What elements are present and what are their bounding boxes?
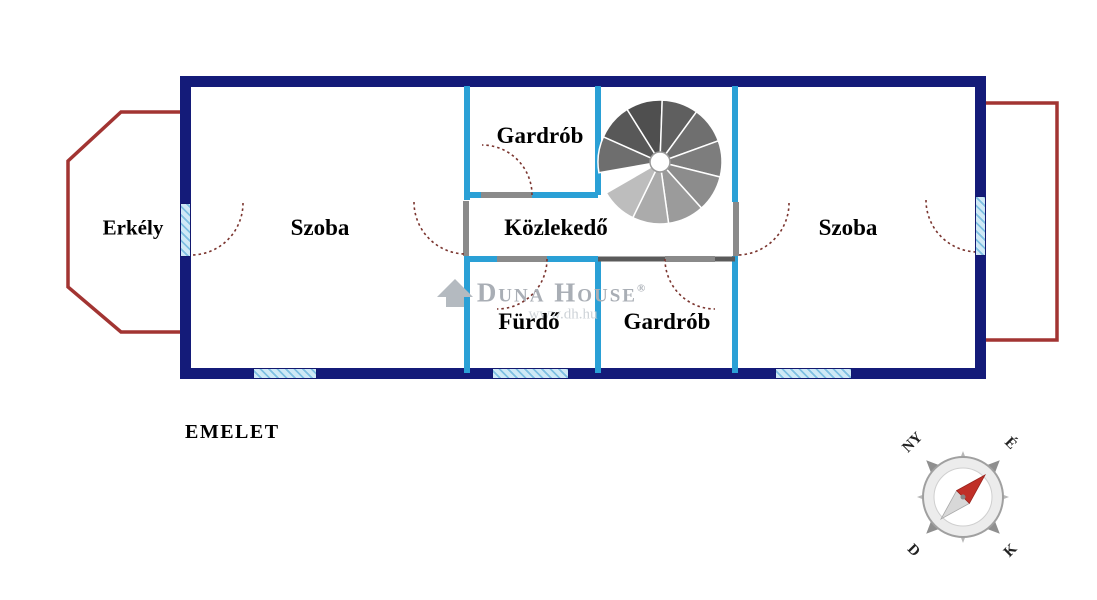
room-label-kozlekedo: Közlekedő: [504, 215, 608, 240]
door-leaves: [463, 192, 739, 262]
room-label-erkely: Erkély: [102, 215, 164, 240]
room-label-gardrob-bottom: Gardrób: [623, 309, 711, 334]
balcony-left-outline: [66, 110, 183, 334]
door-leaf: [481, 192, 532, 198]
compass-pivot: [960, 494, 966, 500]
stair-center-post: [649, 151, 671, 173]
door-swing-arcs: [190, 144, 979, 310]
watermark-url: www.dh.hu: [528, 306, 598, 323]
compass-rose: [917, 451, 1009, 543]
stair-step: [605, 160, 662, 219]
window: [775, 368, 852, 379]
room-label-gardrob-top: Gardrób: [496, 123, 584, 148]
window: [253, 368, 317, 379]
floor-title: EMELET: [185, 421, 280, 443]
interior-walls: [464, 86, 738, 373]
spiral-staircase: [597, 99, 723, 225]
watermark-brand-text: Duna House: [476, 277, 637, 308]
door-leaf: [463, 201, 469, 256]
balcony-door-window: [180, 203, 191, 257]
house-logo-icon: [437, 279, 473, 307]
room-label-szoba-right: Szoba: [818, 215, 878, 240]
registered-mark: ®: [636, 282, 648, 295]
door-leaf: [733, 202, 739, 256]
terrace-door-window: [975, 196, 986, 256]
door-leaf: [497, 256, 547, 262]
room-label-szoba-left: Szoba: [290, 215, 350, 240]
door-leaf: [665, 256, 715, 262]
watermark-brand: Duna House®: [477, 278, 647, 309]
window: [492, 368, 569, 379]
room-label-furdo: Fürdő: [498, 309, 560, 334]
terrace-right-outline: [986, 101, 1059, 342]
